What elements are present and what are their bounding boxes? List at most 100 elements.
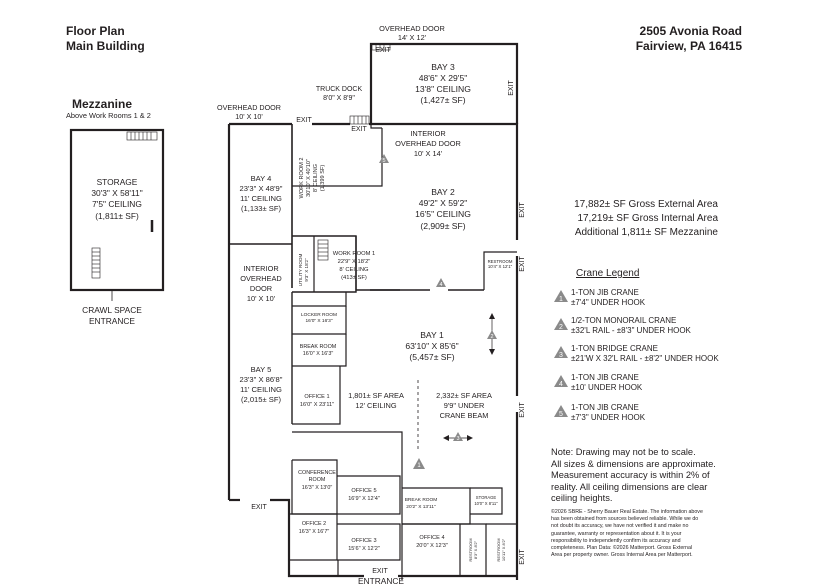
utility-room-name: UTILITY ROOM <box>298 254 303 287</box>
restroom-a-name: RESTROOM <box>488 259 513 264</box>
address-line2: Fairview, PA 16415 <box>635 39 742 53</box>
conference-room-label: CONFERENCE ROOM 16'3" X 13'0" <box>298 470 336 491</box>
exit-restroom-right: EXIT <box>519 255 526 271</box>
int-ohd-2-line1: INTERIOR <box>410 129 445 138</box>
mezzanine-stair-bottom <box>91 247 101 279</box>
note-line1: Note: Drawing may not be to scale. <box>551 447 696 457</box>
break-room-1-dims: 16'0" X 16'3" <box>303 351 334 357</box>
legend-num-5: 5 <box>559 411 563 417</box>
bay4-label: BAY 4 23'3" X 48'9" 11' CEILING (1,133± … <box>240 174 283 213</box>
crane-marker-3: 3 <box>443 432 473 442</box>
ohd-bay3-line2: 14' X 12' <box>398 33 427 42</box>
copyright-notice: ©2026 SBRE - Sherry Bauer Real Estate. T… <box>551 509 771 559</box>
office2-label: OFFICE 2 16'3" X 16'7" <box>299 521 330 535</box>
mezzanine-stair-top <box>126 131 158 141</box>
storage-name: STORAGE <box>476 495 497 500</box>
mezzanine-plan: STORAGE 30'3" X 58'11" 7'5" CEILING (1,8… <box>69 128 165 301</box>
break-room-1-label: BREAK ROOM 16'0" X 16'3" <box>300 344 337 357</box>
zone-a-area: 1,801± SF AREA <box>348 391 404 400</box>
int-ohd-5-label: INTERIOR OVERHEAD DOOR 10' X 10' <box>240 264 281 303</box>
int-ohd-2-line3: 10' X 14' <box>414 149 443 158</box>
legend-item-2-line2: ±32'L RAIL - ±8'3" UNDER HOOK <box>571 326 691 335</box>
legend-item-5-line2: ±7'3" UNDER HOOK <box>571 413 646 422</box>
office3-dims: 15'6" X 12'2" <box>348 546 380 552</box>
office4-dims: 20'0" X 12'3" <box>416 543 448 549</box>
zone-b-label: 2,332± SF AREA 9'9" UNDER CRANE BEAM <box>436 391 492 420</box>
utility-room-dims: 9'3" X 18'2" <box>304 258 309 282</box>
truck-dock-label: TRUCK DOCK 8'0" X 8'9" <box>316 86 363 102</box>
bay4-area: (1,133± SF) <box>241 204 282 213</box>
work-room2-area: (1,399 SF) <box>320 165 326 192</box>
office2-name: OFFICE 2 <box>302 521 326 527</box>
office1-dims: 16'0" X 23'11" <box>300 402 334 408</box>
exit-bottom: EXIT <box>372 568 388 575</box>
note-line5: ceiling heights. <box>551 493 613 503</box>
exit-bay4: EXIT <box>296 117 312 124</box>
work-room2-ceiling: 8' CEILING <box>313 164 319 192</box>
bay1-dims: 63'10" X 85'6" <box>405 341 458 351</box>
crawl-space-line2: ENTRANCE <box>88 316 136 326</box>
restroom-c-name: RESTROOM <box>496 538 501 561</box>
dock-stairs <box>349 43 391 125</box>
entrance-label: ENTRANCE <box>358 576 404 586</box>
mezzanine-outline <box>69 128 165 292</box>
conference-room-name2: ROOM <box>309 477 326 483</box>
legend-item-1-line1: 1-TON JIB CRANE <box>571 288 639 297</box>
legend-text-4: 1-TON JIB CRANE ±10' UNDER HOOK <box>571 373 642 393</box>
plan-title-line1: Floor Plan <box>66 24 125 38</box>
break-room-1-name: BREAK ROOM <box>300 344 337 350</box>
legend-item-1: 1 1-TON JIB CRANE ±7'4" UNDER HOOK <box>554 288 794 314</box>
restroom-b-name: RESTROOM <box>468 538 473 561</box>
bay2-area: (2,909± SF) <box>420 221 465 231</box>
conference-room-dims: 16'3" X 13'0" <box>302 485 333 491</box>
svg-text:1: 1 <box>417 463 421 469</box>
locker-room-name: LOCKER ROOM <box>301 312 337 318</box>
exit-bottom-right: EXIT <box>519 548 526 564</box>
legend-item-4-line2: ±10' UNDER HOOK <box>571 383 643 392</box>
svg-text:2: 2 <box>490 334 493 340</box>
crane-triangle-icon: 4 <box>554 375 568 387</box>
exit-bay2-right: EXIT <box>519 201 526 217</box>
int-ohd-5-line3: DOOR <box>250 284 272 293</box>
bay4-name: BAY 4 <box>251 174 272 183</box>
bay5-label: BAY 5 23'3" X 86'8" 11' CEILING (2,015± … <box>240 365 283 404</box>
svg-text:5: 5 <box>382 158 385 164</box>
copyright-line4: guarantee, warranty or representation ab… <box>551 530 682 537</box>
zone-b-area: 2,332± SF AREA <box>436 391 492 400</box>
truck-dock-line1: TRUCK DOCK <box>316 86 363 93</box>
restroom-a-label: RESTROOM 10'4" X 12'1" <box>488 259 513 269</box>
office3-label: OFFICE 3 15'6" X 12'2" <box>348 538 380 552</box>
crawl-space-line1: CRAWL SPACE <box>82 305 142 315</box>
mezzanine-subtitle: Above Work Rooms 1 & 2 <box>66 111 151 120</box>
legend-item-5-line1: 1-TON JIB CRANE <box>571 403 639 412</box>
exit-bay3-top: EXIT <box>375 47 391 54</box>
int-ohd-2-label: INTERIOR OVERHEAD DOOR 10' X 14' <box>395 129 461 158</box>
work-room2-name: WORK ROOM 2 <box>299 157 305 198</box>
mezzanine-area: Additional 1,811± SF Mezzanine <box>574 227 718 238</box>
legend-text-3: 1-TON BRIDGE CRANE ±21'W X 32'L RAIL - ±… <box>571 344 719 364</box>
svg-text:3: 3 <box>456 436 459 442</box>
restroom-c-dims: 10'11" X 8'2" <box>501 538 506 561</box>
crane-marker-1: 1 <box>413 458 425 469</box>
zone-a-label: 1,801± SF AREA 12' CEILING <box>348 391 404 410</box>
legend-text-2: 1/2-TON MONORAIL CRANE ±32'L RAIL - ±8'3… <box>571 316 691 336</box>
mezzanine-room-dims: 30'3" X 58'11" <box>91 188 142 198</box>
work-room1-label: WORK ROOM 1 22'9" X 18'2" 8' CEILING (41… <box>333 251 376 281</box>
int-ohd-5-line4: 10' X 10' <box>247 294 276 303</box>
bay5-name: BAY 5 <box>251 365 272 374</box>
bay3-label: BAY 3 48'6" X 29'5" 13'8" CEILING (1,427… <box>415 62 471 105</box>
crane-triangle-icon: 5 <box>554 405 568 417</box>
bay3-dims: 48'6" X 29'5" <box>419 73 468 83</box>
locker-room-dims: 16'0" X 16'3" <box>305 318 332 324</box>
restroom-b-dims: 8'3" X 8'2" <box>473 540 478 559</box>
work-room1-area: (413± SF) <box>341 275 367 281</box>
crane-triangle-icon: 2 <box>554 318 568 330</box>
legend-num-1: 1 <box>559 296 563 302</box>
zone-b-beam: CRANE BEAM <box>440 411 489 420</box>
bay2-label: BAY 2 49'2" X 59'2" 16'5" CEILING (2,909… <box>415 187 471 231</box>
note-line2: All sizes & dimensions are approximate. <box>551 458 716 469</box>
legend-item-1-line2: ±7'4" UNDER HOOK <box>571 298 646 307</box>
exit-bay1-right: EXIT <box>519 401 526 417</box>
gross-internal-area: 17,219± SF Gross Internal Area <box>577 213 718 224</box>
legend-item-3-line1: 1-TON BRIDGE CRANE <box>571 344 658 353</box>
